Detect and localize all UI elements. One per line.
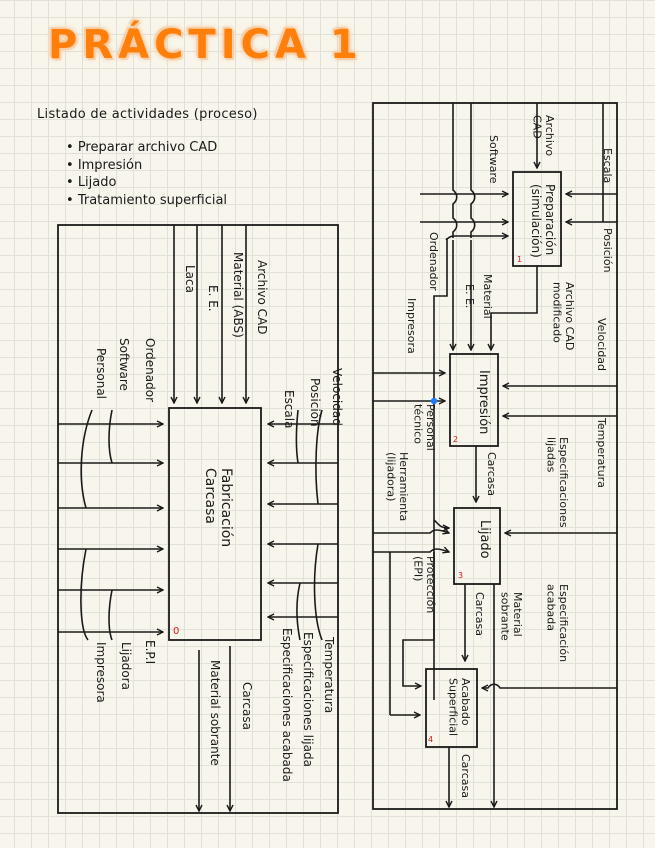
bus-line (470, 103, 476, 238)
control-label: Velocidad (595, 318, 608, 371)
control-label: Especificación (557, 584, 570, 662)
process-number: 2 (453, 435, 458, 444)
control-label: Posición (601, 228, 614, 273)
activities-heading: Listado de actividades (proceso) (37, 107, 258, 122)
junction-dot (430, 397, 438, 405)
process-label: Acabado (459, 678, 472, 726)
a0-frame (57, 224, 339, 814)
mechanism-arrow (373, 530, 449, 533)
process-label: (simulación) (529, 184, 543, 258)
flow-label: modificado (550, 282, 563, 343)
control-bracket (295, 409, 299, 464)
process-label: Superficial (446, 678, 459, 736)
control-bracket (313, 543, 323, 641)
process-number: 4 (428, 735, 433, 744)
control-bracket (315, 409, 323, 505)
mechanism-bracket (80, 409, 93, 509)
control-bracket (296, 582, 301, 641)
flow-label: Archivo CAD (563, 282, 576, 350)
mechanism-label: Software (117, 338, 131, 391)
process-number: 0 (173, 626, 179, 637)
activity-item: Impresión (66, 157, 227, 175)
activity-item: Lijado (66, 174, 227, 192)
input-label: Archivo (543, 115, 556, 156)
diagram-a1: Preparación(simulación) ImpresiónLijadoAc… (372, 102, 618, 810)
control-label: Posición (308, 378, 322, 427)
mechanism-arrow (433, 519, 449, 528)
a1-frame (372, 102, 618, 810)
activity-item: Preparar archivo CAD (66, 139, 227, 157)
process-number: 1 (517, 255, 522, 264)
process-label: Impresión (476, 370, 491, 434)
input-label: Laca (183, 265, 197, 293)
mechanism-bracket (108, 409, 113, 464)
mechanism-label: (lijadora) (384, 452, 397, 501)
mechanism-label: Ordenador (143, 338, 157, 402)
flow-label: Carcasa (473, 592, 486, 636)
mechanism-label: Lijadora (119, 642, 133, 690)
process-number: 3 (458, 571, 463, 580)
mechanism-label: Herramienta (397, 452, 410, 521)
mechanism-bracket (80, 548, 89, 641)
control-label: Velocidad (330, 368, 344, 426)
process-box-fabricacion (168, 407, 262, 641)
bus-line (452, 103, 458, 238)
mechanism-bracket (108, 589, 113, 641)
mechanism-arrow (445, 236, 508, 241)
control-label: Especificaciones acabada (280, 628, 294, 782)
activity-item: Tratamiento superficial (66, 192, 227, 210)
output-label: Carcasa (459, 754, 472, 798)
process-box-impresion (449, 353, 499, 447)
input-label: Material (ABS) (231, 252, 245, 338)
flow-label: Carcasa (485, 452, 498, 496)
output-label: sobrante (498, 592, 511, 641)
control-label: Especificaciones (557, 437, 570, 528)
mechanism-label: Personal (424, 404, 437, 451)
page-title: PRÁCTICA 1 (48, 22, 363, 68)
input-label: CAD (530, 115, 543, 139)
bus-line (433, 238, 448, 700)
input-label: E. E. (463, 284, 476, 308)
mechanism-label: (EPI) (411, 556, 424, 581)
input-label: Material (481, 274, 494, 319)
input-label: Archivo CAD (255, 260, 269, 335)
process-box-lijado (453, 507, 501, 585)
process-label: Carcasa (202, 468, 218, 524)
control-label: Escala (282, 390, 296, 428)
control-arrow (482, 683, 617, 688)
process-box-acabado (425, 668, 478, 748)
control-label: Temperatura (322, 636, 336, 713)
mechanism-label: Impresora (94, 642, 108, 703)
mechanism-arrow (402, 552, 435, 686)
process-label: Preparación (543, 184, 557, 255)
control-label: lijadas (544, 437, 557, 473)
process-label: Fabricación (218, 468, 234, 547)
output-label: Carcasa (240, 682, 254, 730)
input-label: E. E. (206, 285, 220, 312)
control-label: acabada (544, 584, 557, 631)
flow-arrow (491, 266, 538, 350)
control-label: Temperatura (595, 417, 608, 488)
mechanism-label: Personal (94, 348, 108, 399)
mechanism-label: Impresora (405, 298, 418, 354)
mechanism-label: técnico (411, 404, 424, 444)
mechanism-label: Ordenador (427, 232, 440, 291)
control-label: Escala (601, 148, 614, 183)
process-label: Lijado (477, 520, 492, 559)
mechanism-label: E.P.I (143, 640, 157, 664)
mechanism-label: Software (487, 135, 500, 184)
output-label: Material (511, 592, 524, 637)
mechanism-label: Protección (424, 556, 437, 613)
mechanism-arrow (373, 549, 449, 552)
output-label: Material sobrante (208, 660, 222, 766)
activities-list: Preparar archivo CAD Impresión Lijado Tr… (66, 139, 227, 209)
control-label: Especificaciones lijada (301, 632, 315, 767)
